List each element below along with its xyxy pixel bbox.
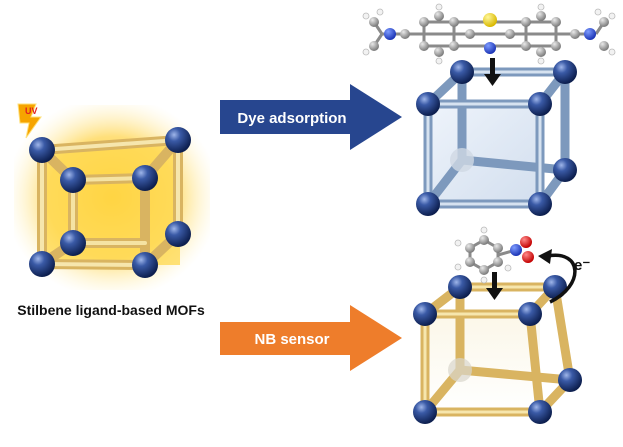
dye-down-arrow — [484, 58, 501, 86]
arrow-dye-adsorption: Dye adsorption — [220, 84, 402, 150]
nb-down-arrow — [486, 272, 503, 300]
nb-sensor-mof-cube — [413, 272, 582, 424]
arrow-nb-sensor: NB sensor — [220, 305, 402, 371]
stilbene-mof-cube — [14, 105, 210, 290]
dye-adsorption-label: Dye adsorption — [237, 110, 346, 127]
dye-molecule — [362, 3, 616, 65]
uv-label: UV — [25, 106, 38, 116]
nb-sensor-label: NB sensor — [254, 331, 329, 348]
cube-nodes — [29, 127, 191, 278]
nitrobenzene-molecule — [454, 226, 534, 284]
electron-transfer-arrow — [538, 249, 577, 304]
electron-label: e⁻ — [574, 257, 590, 274]
dye-loaded-mof-cube — [416, 58, 577, 216]
mof-caption: Stilbene ligand-based MOFs — [17, 302, 205, 318]
uv-lightning-icon — [17, 103, 42, 139]
yellow-cube-nodes — [413, 275, 582, 424]
blue-cube-nodes — [416, 60, 577, 216]
